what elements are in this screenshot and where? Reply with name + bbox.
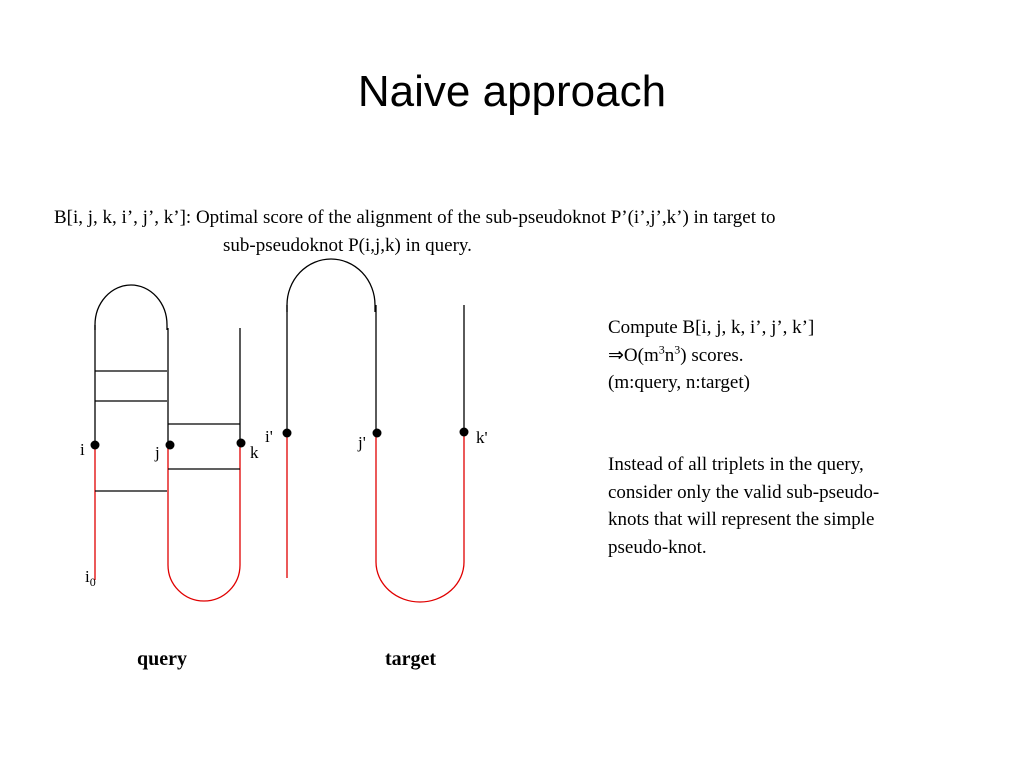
target-top-arc bbox=[286, 258, 376, 312]
query-caption: query bbox=[137, 648, 187, 670]
target-label-k-prime: k' bbox=[476, 428, 488, 447]
query-label-k: k bbox=[250, 443, 259, 462]
target-structure bbox=[286, 258, 465, 603]
target-bottom-loop bbox=[375, 432, 465, 603]
query-point-j bbox=[165, 440, 175, 450]
slide-title: Naive approach bbox=[357, 67, 667, 116]
target-point-k-prime bbox=[459, 427, 469, 437]
definition-line-1: B[i, j, k, i’, j’, k’]: Optimal score of… bbox=[54, 207, 776, 228]
query-label-j: j bbox=[154, 443, 160, 462]
compute-line: Compute B[i, j, k, i’, j’, k’] bbox=[608, 317, 815, 338]
query-label-i: i bbox=[80, 440, 85, 459]
target-label-j-prime: j' bbox=[357, 433, 366, 452]
complexity-note: Compute B[i, j, k, i’, j’, k’] ⇒O(m3n3) … bbox=[608, 314, 814, 397]
implies-arrow: ⇒ bbox=[608, 344, 624, 366]
definition-line-2: sub-pseudoknot P(i,j,k) in query. bbox=[223, 235, 472, 256]
target-point-j-prime bbox=[372, 428, 382, 438]
target-label-i-prime: i' bbox=[265, 427, 273, 446]
target-point-i-prime bbox=[282, 428, 292, 438]
query-structure bbox=[94, 284, 241, 602]
query-label-i0: i0 bbox=[85, 567, 96, 589]
query-point-i bbox=[90, 440, 100, 450]
complexity-line: ⇒O(m3n3) scores. bbox=[608, 342, 744, 366]
query-top-arc bbox=[94, 284, 168, 330]
query-point-k bbox=[236, 438, 246, 448]
instead-note: Instead of all triplets in the query, co… bbox=[608, 454, 880, 558]
variables-line: (m:query, n:target) bbox=[608, 372, 750, 393]
target-caption: target bbox=[385, 648, 436, 670]
query-bottom-loop bbox=[167, 443, 241, 602]
